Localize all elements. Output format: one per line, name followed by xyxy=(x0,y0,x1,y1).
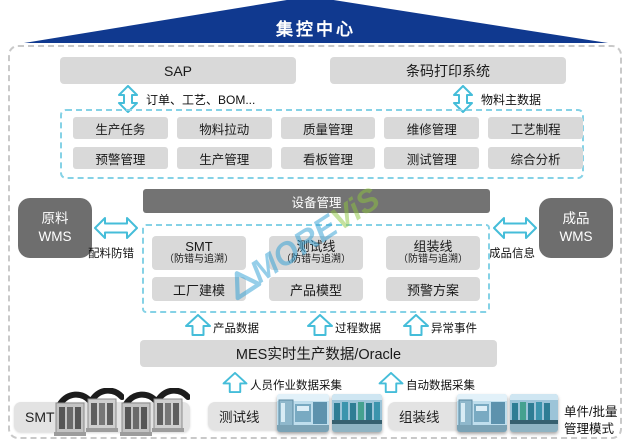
smt-machines-image xyxy=(118,387,191,443)
up-arrow-icon xyxy=(185,314,211,336)
smt-machines-image xyxy=(52,387,125,443)
module-box: 生产管理 xyxy=(176,147,272,169)
product-model-box: 产品模型 xyxy=(269,277,363,301)
equipment-management-label: 设备管理 xyxy=(291,195,342,210)
horizontal-double-arrow-icon xyxy=(94,215,138,241)
module-label: 工艺制程 xyxy=(510,122,561,137)
test-line-photo xyxy=(332,394,382,432)
test-line-box: 测试线 （防错与追溯） xyxy=(269,236,363,270)
mes-oracle-bar: MES实时生产数据/Oracle xyxy=(140,340,497,367)
test-line-shopfloor-label: 测试线 xyxy=(219,410,260,425)
module-row-2: 预警管理 生产管理 看板管理 测试管理 综合分析 xyxy=(73,147,583,169)
production-lines-frame xyxy=(142,224,490,313)
module-box: 生产任务 xyxy=(73,117,168,139)
module-label: 看板管理 xyxy=(302,152,353,167)
line-label: 产品模型 xyxy=(289,282,342,298)
abnormal-event-label: 异常事件 xyxy=(431,323,477,335)
module-box: 质量管理 xyxy=(280,117,376,139)
mes-modules-frame xyxy=(60,109,584,179)
finished-goods-label: 成品 xyxy=(562,210,590,226)
module-label: 预警管理 xyxy=(95,152,146,167)
control-center-title: 集控中心 xyxy=(276,20,356,39)
module-label: 生产任务 xyxy=(95,122,146,137)
module-label: 综合分析 xyxy=(510,152,561,167)
note-line: 单件/批量 xyxy=(564,405,618,419)
vertical-double-arrow-icon xyxy=(452,85,474,113)
smt-line-box: SMT （防错与追溯） xyxy=(152,236,246,270)
module-row-1: 生产任务 物料拉动 质量管理 维修管理 工艺制程 xyxy=(73,117,583,139)
smt-shopfloor-label: SMT xyxy=(25,409,55,425)
up-arrow-icon xyxy=(307,314,333,336)
outer-dashed-frame xyxy=(8,45,622,439)
module-label: 测试管理 xyxy=(406,152,457,167)
up-arrow-icon xyxy=(222,372,248,393)
line-title: 组装线 xyxy=(413,238,453,254)
sap-box: SAP xyxy=(60,57,296,84)
auto-data-collection-label: 自动数据采集 xyxy=(406,380,475,392)
sap-label: SAP xyxy=(163,62,192,79)
product-data-label: 产品数据 xyxy=(213,323,259,335)
order-process-bom-label: 订单、工艺、BOM... xyxy=(146,93,256,107)
up-arrow-icon xyxy=(403,314,429,336)
assembly-line-shopfloor-label: 组装线 xyxy=(399,410,440,425)
vertical-double-arrow-icon xyxy=(117,85,139,113)
alert-plan-box: 预警方案 xyxy=(386,277,480,301)
line-title: 测试线 xyxy=(296,238,336,254)
horizontal-double-arrow-icon xyxy=(493,215,537,241)
mes-oracle-label: MES实时生产数据/Oracle xyxy=(235,347,402,363)
module-box: 看板管理 xyxy=(280,147,376,169)
module-label: 物料拉动 xyxy=(199,122,250,137)
control-center-banner: 集控中心 xyxy=(24,0,608,43)
module-box: 工艺制程 xyxy=(488,117,583,139)
module-label: 生产管理 xyxy=(199,152,250,167)
material-error-proofing-label: 配料防错 xyxy=(88,248,134,260)
up-arrow-icon xyxy=(378,372,404,393)
line-subtitle: （防错与追溯） xyxy=(398,254,468,266)
wms-label: WMS xyxy=(559,229,593,244)
line-subtitle: （防错与追溯） xyxy=(281,254,351,266)
note-line: 管理模式 xyxy=(564,421,615,436)
finished-goods-info-label: 成品信息 xyxy=(489,248,535,260)
raw-material-wms-box: 原料 WMS xyxy=(18,198,92,258)
test-line-photo xyxy=(277,394,329,432)
raw-material-label: 原料 xyxy=(41,210,69,226)
factory-modeling-box: 工厂建模 xyxy=(152,277,246,301)
material-master-data-label: 物料主数据 xyxy=(481,93,542,107)
assembly-line-box: 组装线 （防错与追溯） xyxy=(386,236,480,270)
line-title: SMT xyxy=(185,238,213,254)
line-label: 工厂建模 xyxy=(172,282,225,298)
barcode-system-label: 条码打印系统 xyxy=(406,62,490,79)
barcode-system-box: 条码打印系统 xyxy=(330,57,566,84)
assembly-line-photo xyxy=(457,394,507,432)
finished-goods-wms-box: 成品 WMS xyxy=(539,198,613,258)
manual-data-collection-label: 人员作业数据采集 xyxy=(250,380,342,392)
module-box: 测试管理 xyxy=(384,147,480,169)
module-box: 预警管理 xyxy=(73,147,168,169)
assembly-line-photo xyxy=(510,394,558,432)
line-subtitle: （防错与追溯） xyxy=(164,254,234,266)
management-mode-note: 单件/批量 管理模式 xyxy=(564,404,617,438)
module-box: 综合分析 xyxy=(488,147,583,169)
line-label: 预警方案 xyxy=(406,282,459,298)
module-label: 维修管理 xyxy=(406,122,457,137)
module-box: 物料拉动 xyxy=(176,117,272,139)
module-box: 维修管理 xyxy=(384,117,480,139)
module-label: 质量管理 xyxy=(302,122,353,137)
equipment-management-bar: 设备管理 xyxy=(143,189,490,213)
process-data-label: 过程数据 xyxy=(335,323,381,335)
wms-label: WMS xyxy=(38,229,72,244)
